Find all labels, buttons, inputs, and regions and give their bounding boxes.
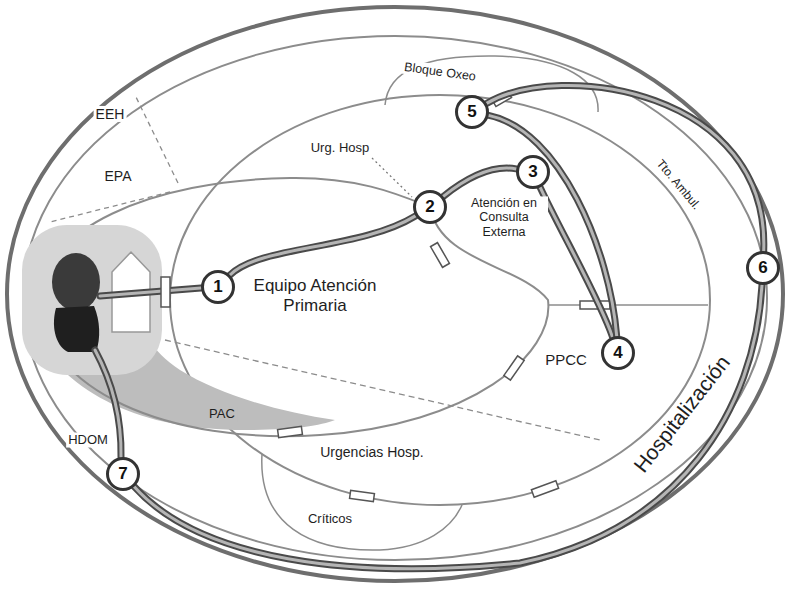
- specialist-region: [170, 95, 710, 505]
- dashed-divider: [165, 340, 600, 440]
- transition-marker: [431, 243, 450, 268]
- dotted-divider: [372, 158, 412, 197]
- patient-area: [22, 225, 162, 375]
- callout-number: 3: [528, 163, 537, 182]
- region-label: Equipo Atención Primaria: [238, 276, 392, 315]
- callout-circle: 3: [516, 155, 550, 189]
- pathway-line: [230, 216, 416, 275]
- callout-circle: 7: [106, 457, 140, 491]
- region-label: EPA: [103, 168, 134, 184]
- region-divider: [548, 304, 708, 306]
- pathway-line: [100, 288, 201, 296]
- transition-marker: [161, 277, 170, 307]
- region-label: Urgencias Hosp.: [318, 444, 426, 460]
- patient-body: [54, 306, 99, 352]
- dashed-divider: [50, 192, 170, 222]
- transition-marker: [531, 481, 558, 497]
- pathway-line: [100, 288, 201, 296]
- region-label: Críticos: [306, 512, 354, 527]
- callout-number: 2: [425, 198, 434, 217]
- region-label: EEH: [94, 106, 127, 122]
- callout-number: 1: [213, 278, 222, 297]
- callout-circle: 4: [601, 336, 635, 370]
- region-label: PPCC: [543, 351, 589, 368]
- pathway-connector: [230, 216, 416, 275]
- transition-marker: [278, 426, 303, 437]
- patient-head: [52, 253, 100, 311]
- critical-care-region: [262, 454, 462, 550]
- callout-circle: 1: [201, 270, 235, 304]
- region-label: PAC: [207, 407, 237, 422]
- region-label: HDOM: [66, 433, 110, 448]
- transition-marker: [504, 356, 524, 380]
- hospital-region: [23, 36, 767, 560]
- callout-circle: 5: [455, 95, 489, 129]
- callout-number: 6: [758, 259, 767, 278]
- region-label: Atención en Consulta Externa: [460, 196, 548, 239]
- pathway-line: [443, 168, 516, 196]
- pathway-line: [443, 168, 516, 196]
- outer-region: [7, 7, 783, 581]
- callout-number: 5: [467, 103, 476, 122]
- pathway-connector: [443, 168, 516, 196]
- callout-number: 7: [118, 465, 127, 484]
- pathway-line: [134, 285, 762, 569]
- callout-number: 4: [613, 344, 622, 363]
- pathway-line: [230, 216, 416, 275]
- callout-circle: 6: [746, 251, 780, 285]
- region-label: Urg. Hosp: [309, 141, 372, 156]
- pathway-connector: [134, 285, 762, 569]
- pathway-line: [134, 285, 762, 569]
- transition-marker: [350, 490, 375, 501]
- dashed-divider: [135, 95, 178, 183]
- callout-circle: 2: [413, 190, 447, 224]
